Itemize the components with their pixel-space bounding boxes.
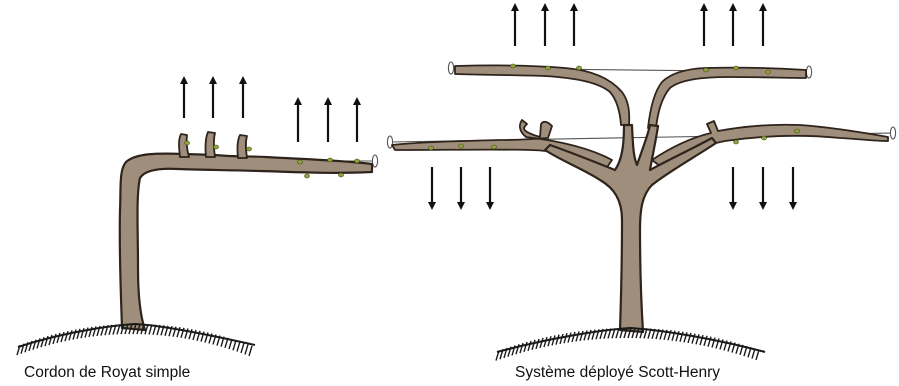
grass-blade: [65, 331, 68, 341]
bud: [247, 147, 252, 151]
grass-blade: [524, 342, 527, 352]
bud: [734, 66, 739, 70]
wire-anchor-ring: [372, 155, 377, 167]
grass-blade: [540, 338, 543, 348]
bud: [492, 145, 497, 149]
grass-blade: [73, 330, 76, 340]
grass-blade: [520, 343, 523, 353]
grass-blade: [77, 329, 80, 339]
wire-anchor-ring: [806, 66, 811, 78]
upward-shoot-arrows: [515, 7, 763, 46]
bud: [795, 129, 800, 133]
grass-blade: [552, 335, 555, 345]
bud: [511, 64, 516, 68]
vine-trunk: [545, 125, 716, 332]
vine-trunk: [120, 154, 372, 330]
bud: [459, 144, 464, 148]
grass-blade: [89, 327, 92, 337]
grass-blade: [560, 334, 563, 344]
grass-blade: [516, 344, 519, 354]
ground: [496, 328, 765, 361]
bud: [546, 66, 551, 70]
wire-anchor-ring: [448, 62, 453, 74]
grass-blade: [588, 330, 591, 340]
bud: [762, 136, 767, 140]
upper-left-arm: [455, 65, 629, 125]
grass-blade: [241, 343, 244, 353]
grass-blade: [249, 346, 252, 356]
bud: [355, 159, 360, 163]
grass-blade: [556, 335, 559, 345]
spur: [179, 134, 189, 157]
grass-blade: [237, 342, 240, 352]
bud: [339, 173, 344, 177]
bud: [214, 145, 219, 149]
grass-blade: [572, 332, 575, 342]
grass-blade: [41, 337, 44, 347]
grass-blade: [536, 339, 539, 349]
grass-blade: [580, 331, 583, 341]
grass-blade: [57, 333, 60, 343]
bud: [185, 141, 190, 145]
grass-blade: [245, 344, 248, 354]
upper-right-arm: [648, 68, 806, 128]
bud: [328, 158, 333, 162]
grass-blade: [81, 328, 84, 338]
spur: [205, 132, 215, 157]
grass-blade: [233, 340, 236, 350]
bud: [429, 146, 434, 150]
bud: [704, 68, 709, 72]
grass-blade: [576, 331, 579, 341]
grass-blade: [548, 336, 551, 346]
bud: [577, 66, 582, 70]
cordon-royat-figure: [17, 80, 378, 356]
grass-blade: [85, 328, 88, 338]
wire-anchor-ring: [890, 127, 895, 139]
grass-blade: [45, 336, 48, 346]
grass-blade: [752, 349, 755, 359]
grass-blade: [69, 330, 72, 340]
bud: [305, 174, 310, 178]
grass-blade: [544, 337, 547, 347]
spur: [237, 135, 247, 158]
caption-scott-henry: Système déployé Scott-Henry: [515, 364, 720, 382]
grass-blade: [53, 334, 56, 344]
grass-blade: [61, 332, 64, 342]
grass-blade: [49, 335, 52, 345]
grass-blade: [756, 350, 759, 360]
caption-cordon-royat: Cordon de Royat simple: [24, 364, 190, 382]
bud: [298, 160, 303, 164]
grass-blade: [584, 330, 587, 340]
grass-blade: [532, 340, 535, 350]
grass-blade: [568, 333, 571, 343]
scott-henry-figure: [387, 7, 895, 361]
grass-blade: [564, 333, 567, 343]
bud: [766, 70, 771, 74]
bud: [734, 140, 739, 144]
grass-blade: [528, 341, 531, 351]
